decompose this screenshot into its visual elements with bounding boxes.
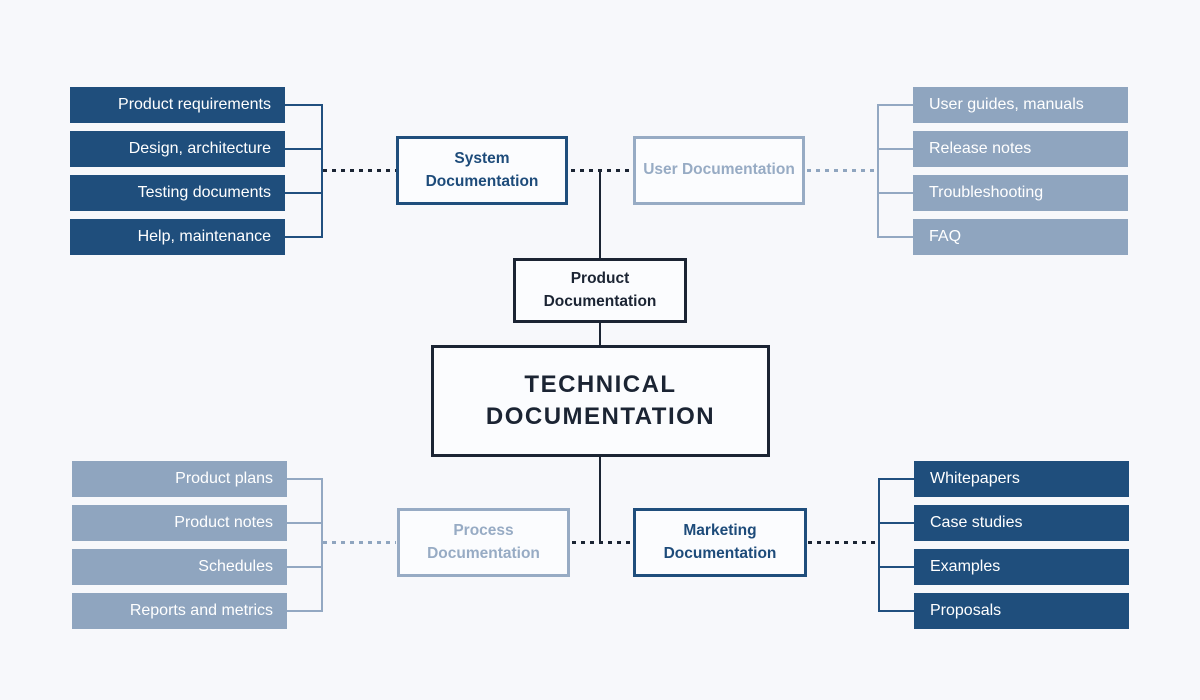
node-label: System Documentation bbox=[425, 150, 539, 190]
node-technical-documentation-root: TECHNICAL DOCUMENTATION bbox=[431, 345, 770, 457]
bracket-line bbox=[878, 566, 914, 568]
bracket-line bbox=[287, 566, 323, 568]
bracket-line bbox=[321, 478, 323, 612]
dotted-connector bbox=[571, 169, 631, 172]
bracket-line bbox=[287, 522, 323, 524]
bracket-line bbox=[285, 148, 322, 150]
list-item-label: Testing documents bbox=[137, 184, 271, 201]
list-item-label: Product requirements bbox=[118, 96, 271, 113]
bracket-line bbox=[285, 104, 322, 106]
node-label: Process Documentation bbox=[427, 522, 540, 562]
list-item-label: User guides, manuals bbox=[929, 96, 1084, 113]
bracket-line bbox=[878, 610, 914, 612]
bracket-line bbox=[878, 478, 914, 480]
list-item-label: Proposals bbox=[930, 602, 1002, 619]
list-item-label: Troubleshooting bbox=[929, 184, 1044, 201]
bracket-line bbox=[877, 104, 879, 238]
node-process-documentation: Process Documentation bbox=[397, 508, 570, 577]
node-user-documentation: User Documentation bbox=[633, 136, 805, 205]
bracket-line bbox=[285, 192, 322, 194]
list-item-label: Whitepapers bbox=[930, 470, 1020, 487]
list-item-label: Reports and metrics bbox=[129, 602, 273, 619]
list-item-label: Product notes bbox=[174, 514, 273, 531]
list-item-label: Design, architecture bbox=[128, 140, 271, 157]
list-item-system-2: Design, architecture bbox=[70, 131, 285, 167]
dotted-connector bbox=[323, 169, 396, 172]
list-item-marketing-4: Proposals bbox=[914, 593, 1129, 629]
list-item-process-4: Reports and metrics bbox=[72, 593, 287, 629]
node-marketing-documentation: Marketing Documentation bbox=[633, 508, 807, 577]
list-item-process-3: Schedules bbox=[72, 549, 287, 585]
list-item-process-1: Product plans bbox=[72, 461, 287, 497]
node-product-documentation: Product Documentation bbox=[513, 258, 687, 323]
bracket-line bbox=[285, 236, 322, 238]
list-item-label: Help, maintenance bbox=[137, 228, 271, 245]
node-label: Product Documentation bbox=[543, 270, 657, 310]
bracket-line bbox=[878, 478, 880, 612]
spine-line bbox=[599, 456, 601, 542]
list-item-marketing-1: Whitepapers bbox=[914, 461, 1129, 497]
list-item-marketing-2: Case studies bbox=[914, 505, 1129, 541]
root-title: TECHNICAL DOCUMENTATION bbox=[485, 370, 716, 430]
dotted-connector bbox=[572, 541, 632, 544]
node-system-documentation: System Documentation bbox=[396, 136, 568, 205]
dotted-connector bbox=[323, 541, 396, 544]
list-item-label: FAQ bbox=[929, 228, 962, 245]
list-item-process-2: Product notes bbox=[72, 505, 287, 541]
list-item-system-3: Testing documents bbox=[70, 175, 285, 211]
list-item-system-1: Product requirements bbox=[70, 87, 285, 123]
dotted-connector bbox=[807, 169, 877, 172]
bracket-line bbox=[877, 104, 913, 106]
spine-line bbox=[599, 171, 601, 258]
bracket-line bbox=[287, 610, 323, 612]
list-item-label: Schedules bbox=[198, 558, 273, 575]
bracket-line bbox=[877, 148, 913, 150]
bracket-line bbox=[877, 192, 913, 194]
node-label: Marketing Documentation bbox=[663, 522, 777, 562]
bracket-line bbox=[321, 104, 323, 238]
list-item-user-1: User guides, manuals bbox=[913, 87, 1128, 123]
list-item-marketing-3: Examples bbox=[914, 549, 1129, 585]
list-item-user-4: FAQ bbox=[913, 219, 1128, 255]
dotted-connector bbox=[808, 541, 877, 544]
bracket-line bbox=[878, 522, 914, 524]
list-item-system-4: Help, maintenance bbox=[70, 219, 285, 255]
bracket-line bbox=[287, 478, 323, 480]
bracket-line bbox=[877, 236, 913, 238]
list-item-label: Examples bbox=[930, 558, 1001, 575]
spine-line bbox=[599, 322, 601, 346]
list-item-user-2: Release notes bbox=[913, 131, 1128, 167]
list-item-label: Case studies bbox=[930, 514, 1023, 531]
list-item-label: Release notes bbox=[929, 140, 1032, 157]
list-item-user-3: Troubleshooting bbox=[913, 175, 1128, 211]
list-item-label: Product plans bbox=[175, 470, 273, 487]
node-label: User Documentation bbox=[643, 161, 795, 179]
